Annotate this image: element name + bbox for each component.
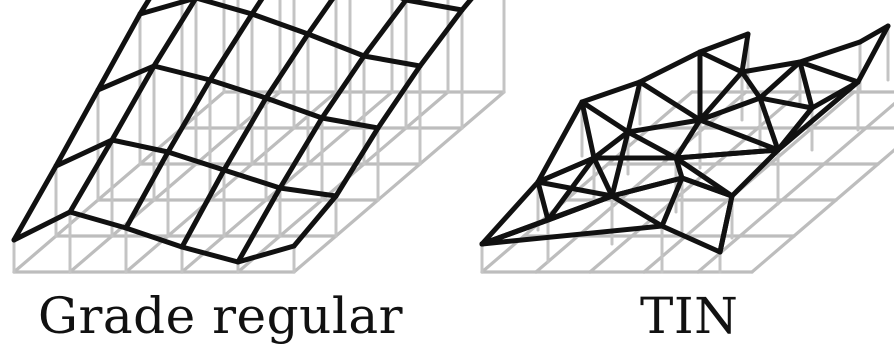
surface-edge (294, 196, 336, 246)
surface-edge (308, 0, 350, 34)
surface-edge (462, 0, 504, 10)
regular-grid-figure (14, 0, 504, 272)
surface-edge (628, 132, 676, 158)
surface-edge (628, 82, 640, 132)
base-grid-line (252, 128, 294, 164)
base-grid-line (462, 92, 504, 128)
surface-edge (420, 10, 462, 66)
surface-edge (364, 0, 406, 56)
surface-edge (266, 34, 308, 98)
surface-edge (336, 128, 378, 196)
surface-edge (662, 178, 682, 226)
base-grid-line (70, 236, 112, 272)
surface-edge (582, 82, 640, 102)
base-grid-line (740, 200, 782, 236)
base-grid-line (336, 200, 378, 236)
base-grid-line (686, 200, 728, 236)
base-grid-line (866, 92, 894, 128)
base-grid-line (420, 128, 462, 164)
surface-edge (800, 62, 812, 108)
base-grid-line (266, 164, 308, 200)
base-grid-line (224, 200, 266, 236)
surface-edge (640, 82, 700, 120)
surface-edge (280, 188, 336, 196)
surface-edge (732, 150, 778, 196)
base-grid-line (378, 164, 420, 200)
base-grid-line (182, 92, 224, 128)
surface-edge (210, 14, 252, 80)
surface-edge (322, 56, 364, 118)
regular-grid-posts (14, 0, 504, 272)
surface-edge (700, 34, 748, 52)
base-grid-line (364, 128, 406, 164)
base-grid-line (836, 164, 878, 200)
base-grid-line (14, 236, 56, 272)
surface-edge (700, 52, 742, 72)
base-grid-line (752, 236, 794, 272)
base-grid-line (794, 200, 836, 236)
base-grid-line (98, 164, 140, 200)
base-grid-line (644, 236, 686, 272)
base-grid-line (536, 236, 578, 272)
regular-grid-caption: Grade regular (38, 288, 403, 344)
surface-edge (760, 98, 812, 108)
base-grid-line (782, 164, 824, 200)
surface-edge (406, 0, 462, 10)
tin-caption: TIN (640, 288, 738, 344)
base-grid-line (878, 128, 894, 164)
surface-edge (70, 212, 126, 228)
surface-edge (800, 42, 860, 62)
regular-grid-surface (14, 0, 504, 262)
base-grid-line (824, 128, 866, 164)
surface-edge (800, 62, 858, 82)
surface-edge (168, 80, 210, 152)
base-grid-line (406, 92, 448, 128)
tin-figure (482, 26, 894, 272)
surface-edge (252, 0, 294, 14)
surface-edge (640, 52, 700, 82)
